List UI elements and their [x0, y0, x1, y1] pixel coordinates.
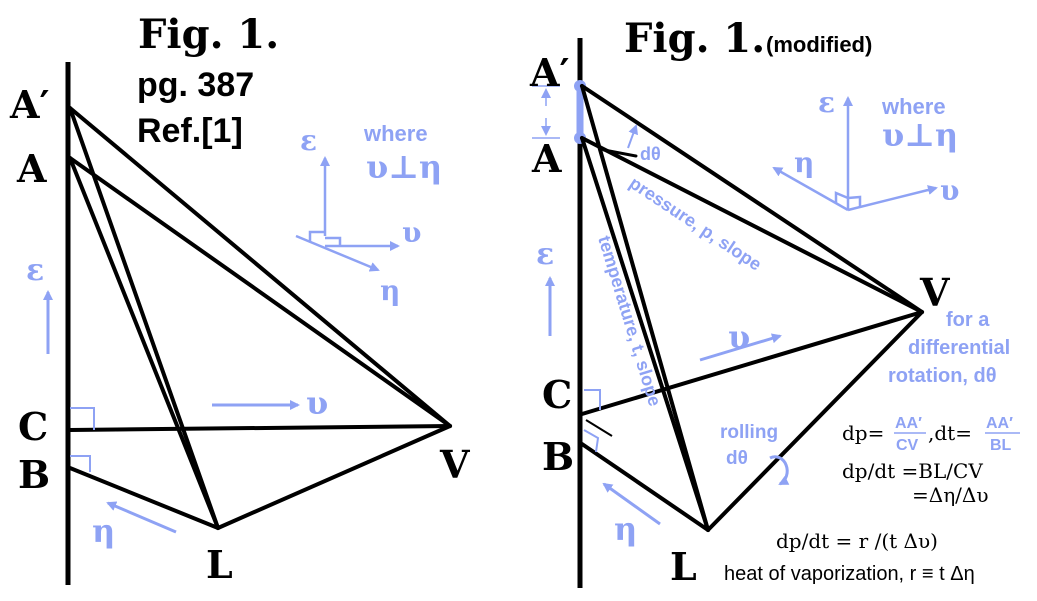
right-dtheta-arrow	[627, 124, 638, 149]
right-dtheta-tick	[602, 148, 638, 158]
right-inset-epsilon: ε	[818, 86, 835, 119]
left-right-angle-B	[70, 455, 91, 472]
right-edges	[580, 84, 924, 532]
right-inset-upsilon: υ	[940, 174, 959, 207]
left-eta-label: η	[92, 512, 115, 550]
right-eta-arrow	[602, 482, 661, 526]
right-pressure-label: pressure, p, slope	[626, 173, 765, 275]
eq-AA2: AA′	[986, 415, 1013, 432]
left-upsilon-label: υ	[306, 384, 328, 422]
left-where: where	[363, 121, 428, 146]
eq-dpdt-r: dp/dt = r /(t Δυ)	[776, 529, 938, 553]
right-epsilon-label: ε	[536, 237, 554, 272]
eq-delta-ratio: =Δη/Δυ	[912, 483, 989, 507]
right-equations: dp= AA′ CV ,dt= AA′ BL dp/dt =BL/CV =Δη/…	[724, 415, 1020, 585]
left-ref: Ref.[1]	[137, 112, 243, 150]
right-relation: υ⊥η	[882, 116, 958, 154]
left-edge-Aprime-V	[68, 106, 452, 428]
left-edge-B-L	[68, 466, 220, 530]
right-label-C: C	[542, 372, 572, 417]
eq-CV: CV	[896, 437, 919, 454]
right-right-angle-B	[583, 429, 600, 453]
right-dtheta-label: dθ	[640, 144, 661, 164]
left-edges	[68, 106, 452, 530]
left-figure: Fig. 1. A′ A C B V L pg. 387 Ref.[1] ε υ…	[9, 11, 471, 587]
left-edge-L-V	[216, 424, 452, 530]
left-label-B: B	[18, 452, 50, 497]
eq-AA1: AA′	[895, 415, 922, 432]
left-inset-upsilon: υ	[402, 216, 421, 249]
right-label-Aprime: A′	[529, 50, 570, 95]
left-right-angle-C	[70, 407, 95, 430]
left-label-V: V	[439, 442, 471, 487]
left-edge-A-V	[68, 156, 452, 428]
right-figure: Fig. 1. A′ A C B V L (modified) ε υ η ε …	[529, 15, 1020, 589]
right-rolling-label: rolling	[720, 422, 778, 443]
right-fig-title: Fig. 1.	[624, 15, 765, 62]
right-upsilon-label: υ	[728, 318, 750, 356]
left-label-C: C	[18, 404, 48, 449]
left-fig-title: Fig. 1.	[138, 11, 279, 58]
right-upsilon-arrow	[699, 333, 782, 362]
right-label-V: V	[919, 270, 951, 315]
left-page-ref: pg. 387	[137, 66, 254, 104]
right-edge-A-V	[580, 136, 924, 314]
left-relation: υ⊥η	[366, 148, 442, 186]
left-inset-epsilon: ε	[300, 124, 317, 157]
right-rolling-dtheta: dθ	[726, 448, 748, 469]
right-modified: (modified)	[766, 32, 872, 57]
left-edge-Aprime-L	[68, 106, 220, 530]
right-edge-C-V	[580, 310, 924, 416]
right-edge-A-L	[580, 136, 710, 532]
left-eta-arrow	[106, 501, 177, 534]
right-B-tick	[585, 419, 613, 437]
left-label-Aprime: A′	[9, 82, 50, 127]
right-where: where	[881, 94, 946, 119]
right-rolling-arc-icon	[769, 455, 790, 486]
right-rotation: rotation, dθ	[888, 365, 997, 387]
right-edge-L-V	[706, 310, 924, 532]
right-inset-axes	[772, 96, 938, 212]
left-epsilon-label: ε	[26, 253, 44, 288]
eq-heat: heat of vaporization, r ≡ t Δη	[724, 563, 975, 585]
right-differential: differential	[908, 337, 1010, 359]
right-eta-label: η	[614, 510, 637, 548]
right-right-angle-C	[584, 389, 601, 410]
left-edge-C-V	[68, 424, 452, 432]
right-AA-prime-marker	[532, 80, 586, 144]
eq-dpdt-ratio: dp/dt =BL/CV	[842, 459, 983, 483]
eq-dp: dp=	[842, 421, 884, 445]
right-edge-Aprime-L	[580, 84, 710, 532]
right-for-a: for a	[946, 309, 990, 331]
left-edge-A-L	[68, 156, 220, 530]
right-edge-Aprime-V	[580, 84, 924, 314]
left-inset-axes	[295, 156, 400, 272]
left-label-A: A	[16, 146, 47, 191]
left-label-L: L	[206, 542, 233, 587]
eq-BL: BL	[990, 437, 1012, 454]
left-inset-eta: η	[380, 274, 400, 307]
eq-dt: ,dt=	[928, 421, 972, 445]
right-edge-B-L	[580, 442, 710, 532]
right-label-A: A	[531, 136, 562, 181]
right-inset-eta: η	[794, 146, 814, 179]
right-label-L: L	[670, 544, 697, 589]
right-label-B: B	[542, 434, 574, 479]
